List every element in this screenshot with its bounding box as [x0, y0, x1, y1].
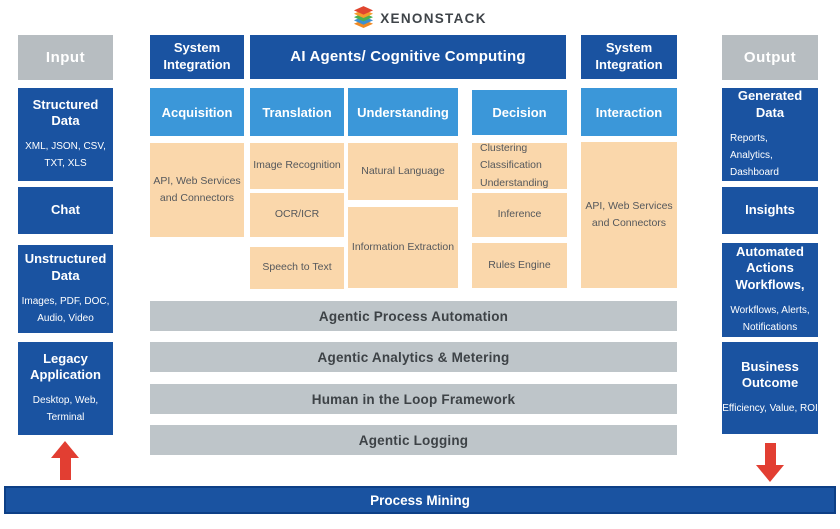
output-arrow-stem — [765, 443, 776, 466]
box-subtitle: Workflows, Alerts, Notifications — [730, 304, 810, 333]
brand-text: XENONSTACK — [380, 11, 487, 26]
stage-translation: Translation — [250, 88, 344, 136]
input-arrow-stem — [60, 457, 71, 480]
unstructured-data-box: Unstructured Data Images, PDF, DOC, Audi… — [18, 245, 113, 333]
box-subtitle: Desktop, Web, Terminal — [32, 395, 99, 424]
chat-box: Chat — [18, 187, 113, 234]
ai-agents-title-bar: AI Agents/ Cognitive Computing — [250, 35, 566, 79]
box-subtitle: Efficiency, Value, ROI — [722, 403, 818, 415]
input-header: Input — [18, 35, 113, 80]
stage-understanding: Understanding — [348, 88, 458, 136]
layer-agentic-logging: Agentic Logging — [150, 425, 677, 455]
structured-data-box: Structured Data XML, JSON, CSV, TXT, XLS — [18, 88, 113, 181]
output-arrow-down-icon — [756, 465, 784, 482]
box-title: Unstructured Data — [24, 251, 107, 283]
capability-api-web-services-right: API, Web Services and Connectors — [581, 142, 677, 288]
xenonstack-logo: XENONSTACK — [0, 6, 840, 31]
process-mining-bar: Process Mining — [4, 486, 836, 514]
box-subtitle: XML, JSON, CSV, TXT, XLS — [25, 141, 106, 170]
capability-information-extraction: Information Extraction — [348, 207, 458, 288]
automated-actions-box: Automated Actions Workflows, Workflows, … — [722, 243, 818, 337]
system-integration-left: System Integration — [150, 35, 244, 79]
layer-agentic-process-automation: Agentic Process Automation — [150, 301, 677, 331]
output-header: Output — [722, 35, 818, 80]
box-title: Legacy Application — [30, 350, 101, 382]
insights-box: Insights — [722, 187, 818, 234]
legacy-application-box: Legacy Application Desktop, Web, Termina… — [18, 342, 113, 435]
input-arrow-up-icon — [51, 441, 79, 458]
box-title: Chat — [51, 202, 80, 218]
stacked-layers-icon — [354, 6, 374, 29]
layer-agentic-analytics-metering: Agentic Analytics & Metering — [150, 342, 677, 372]
box-subtitle: Reports, Analytics, Dashboard — [730, 132, 779, 178]
layer-human-in-the-loop: Human in the Loop Framework — [150, 384, 677, 414]
stage-decision: Decision — [472, 90, 567, 135]
capability-ocr-icr: OCR/ICR — [250, 193, 344, 237]
capability-clustering-classification: Clustering Classification Understanding — [472, 142, 567, 189]
capability-api-web-services-left: API, Web Services and Connectors — [150, 143, 244, 237]
capability-rules-engine: Rules Engine — [472, 243, 567, 288]
box-subtitle: Images, PDF, DOC, Audio, Video — [21, 295, 110, 324]
business-outcome-box: Business Outcome Efficiency, Value, ROI — [722, 342, 818, 434]
capability-image-recognition: Image Recognition — [250, 143, 344, 189]
stage-interaction: Interaction — [581, 88, 677, 136]
box-title: Insights — [745, 202, 795, 218]
box-title: Automated Actions Workflows, — [735, 244, 805, 292]
generated-data-box: Generated Data Reports, Analytics, Dashb… — [722, 88, 818, 181]
stage-acquisition: Acquisition — [150, 88, 244, 136]
box-title: Structured Data — [32, 96, 99, 128]
box-title: Business Outcome — [741, 358, 799, 390]
capability-inference: Inference — [472, 193, 567, 237]
capability-speech-to-text: Speech to Text — [250, 247, 344, 289]
capability-natural-language: Natural Language — [348, 143, 458, 200]
box-title: Generated Data — [737, 88, 803, 120]
system-integration-right: System Integration — [581, 35, 677, 79]
